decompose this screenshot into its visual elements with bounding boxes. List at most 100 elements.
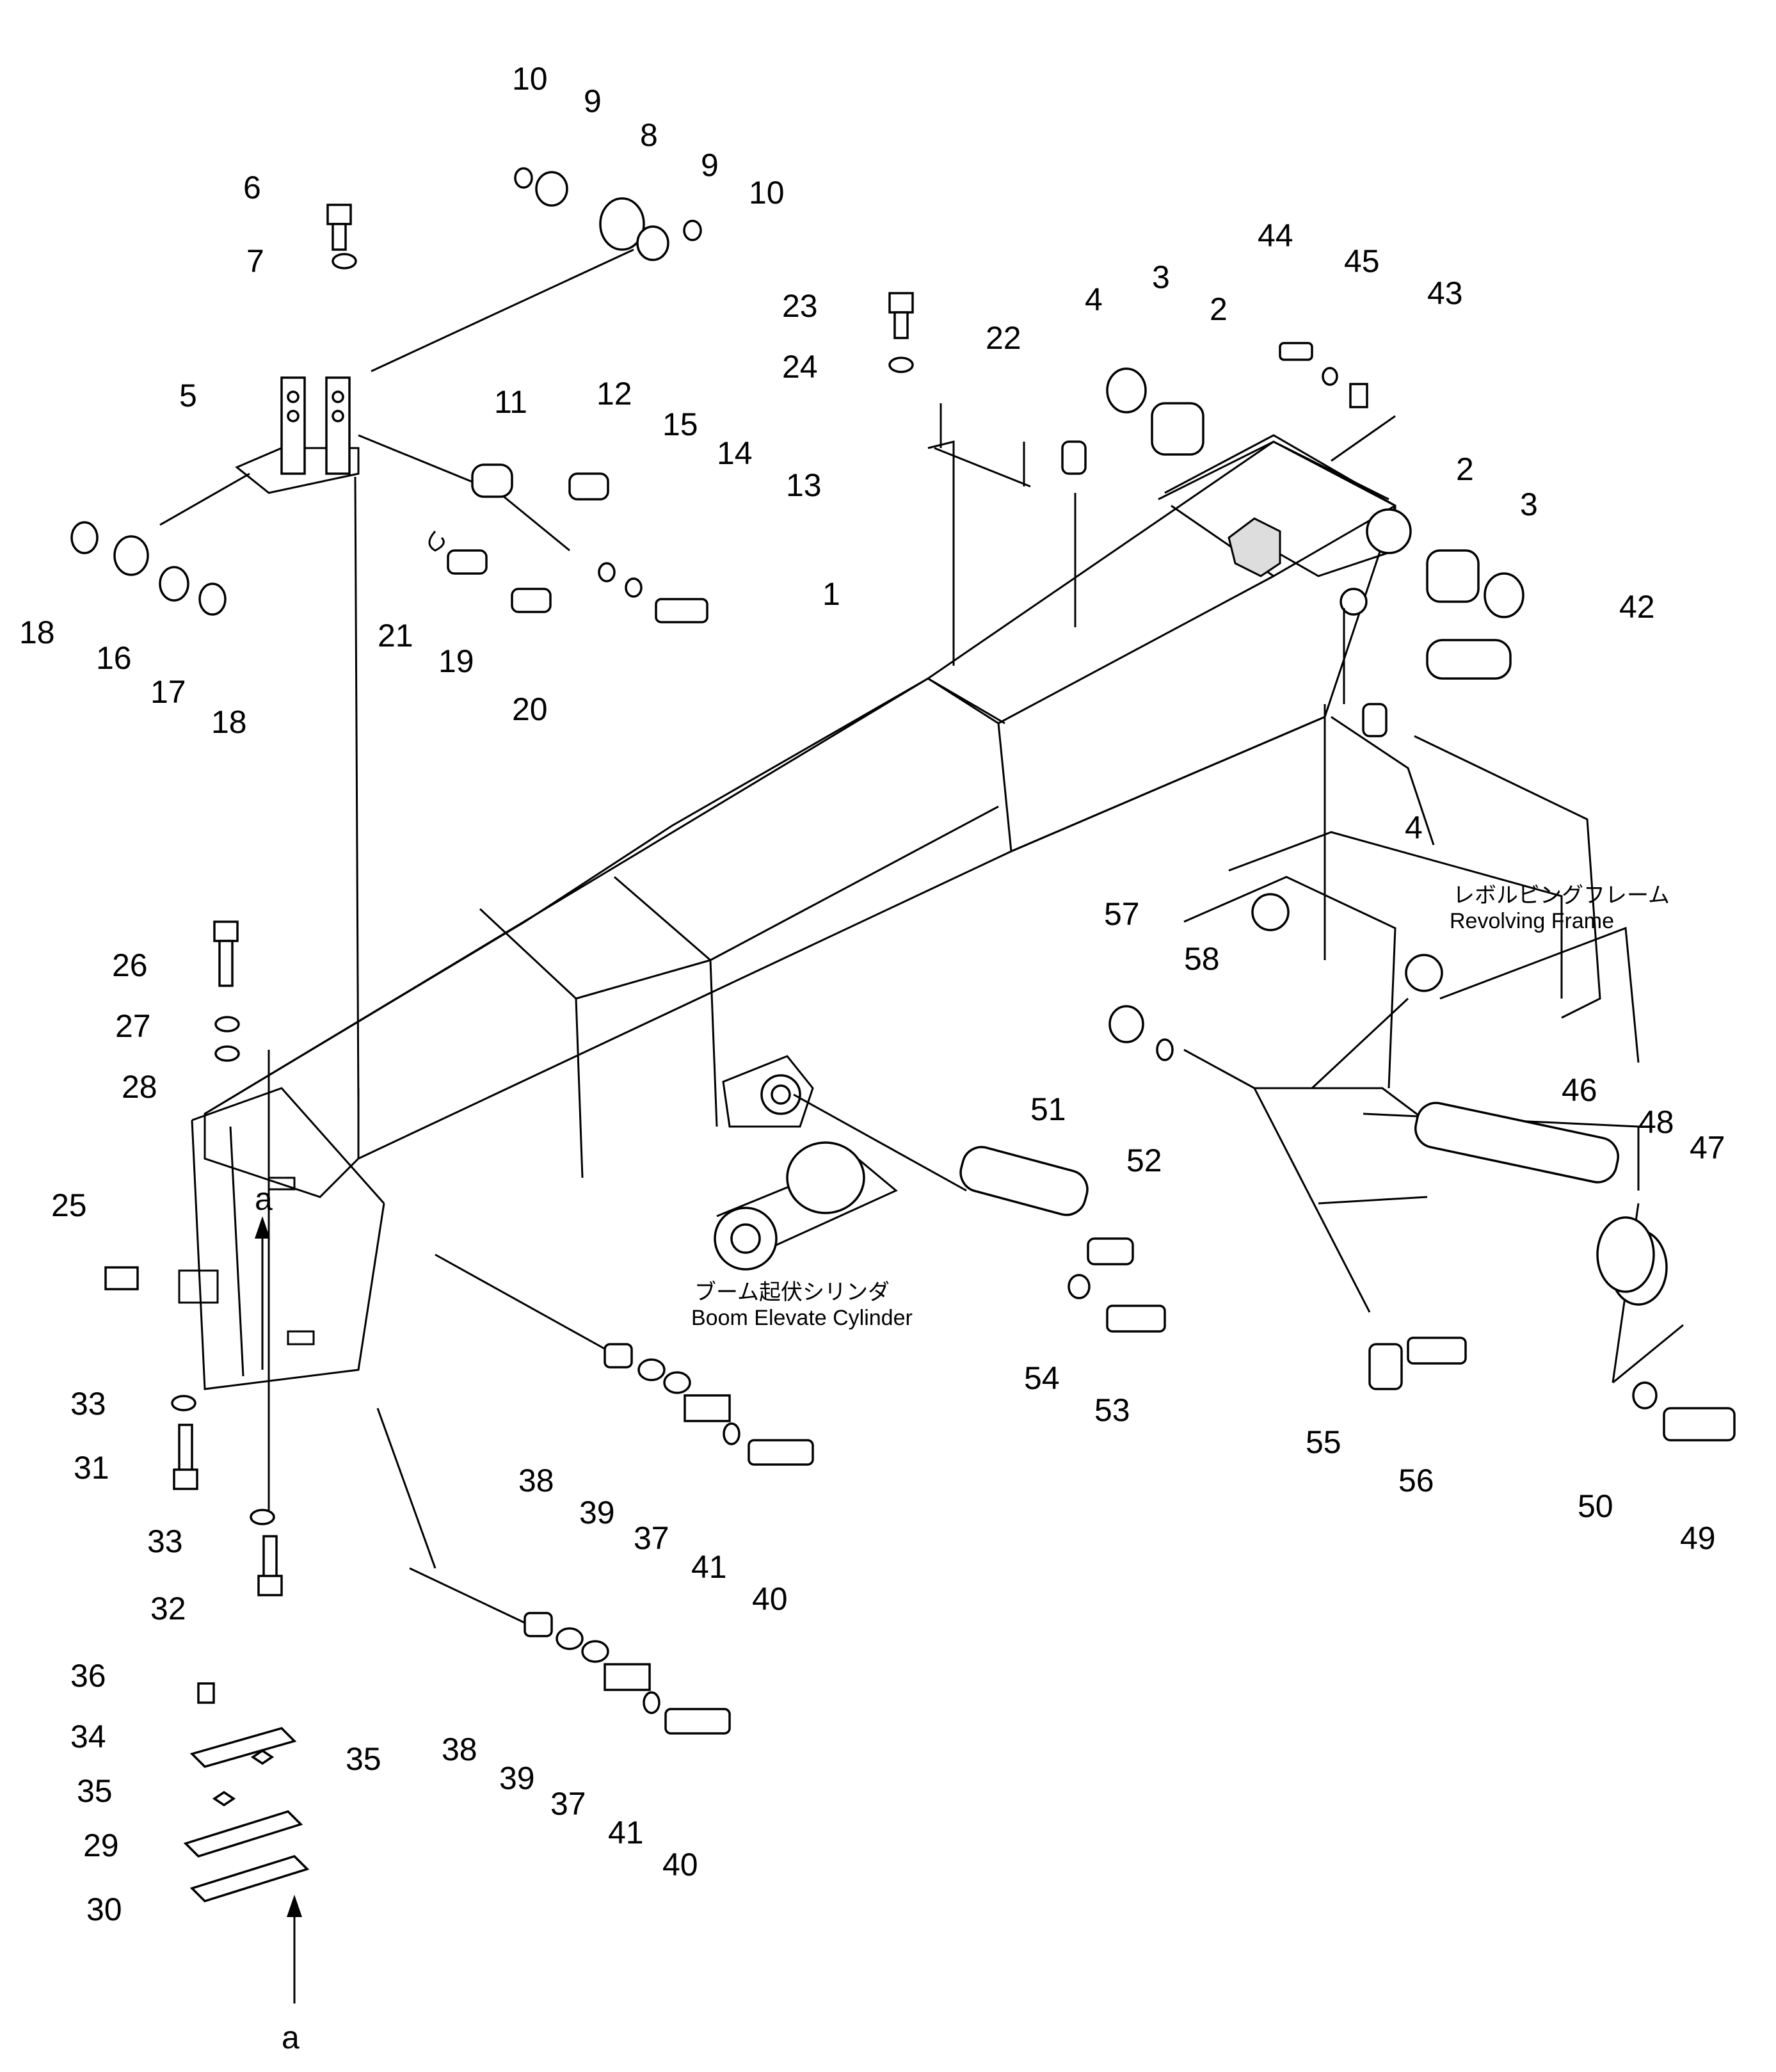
label-43: 43 (1427, 275, 1463, 311)
washer-45 (1322, 367, 1338, 386)
collar-17 (159, 566, 189, 602)
fitting-20 (511, 588, 552, 613)
label-36: 36 (70, 1658, 106, 1694)
label-39a: 39 (579, 1495, 615, 1530)
block-25 (104, 1266, 139, 1290)
label-10a: 10 (512, 61, 548, 97)
boom-cylinder-label-en: Boom Elevate Cylinder (691, 1306, 913, 1330)
plate-30 (189, 1855, 310, 1902)
label-32: 32 (150, 1591, 186, 1626)
bolt-44 (1279, 342, 1313, 361)
bolt-49 (1663, 1407, 1736, 1442)
plate-55 (1368, 1343, 1403, 1390)
label-44: 44 (1258, 218, 1293, 253)
label-55: 55 (1306, 1424, 1341, 1460)
fitting-52 (1087, 1237, 1134, 1265)
plate-34 (189, 1727, 297, 1768)
label-9a: 9 (584, 83, 602, 119)
notes: レボルビングフレーム Revolving Frame ブーム起伏シリンダ Boo… (691, 883, 1670, 1330)
boom-elevate-cylinder (714, 1141, 898, 1271)
bolt-31 (178, 1424, 193, 1477)
bolt-23 (888, 292, 914, 314)
seal-3a (1106, 367, 1147, 414)
label-9b: 9 (701, 147, 719, 183)
washer-54 (1068, 1274, 1091, 1299)
bolt-40a (748, 1439, 814, 1466)
label-42: 42 (1619, 589, 1655, 625)
label-40b: 40 (662, 1847, 698, 1883)
revolving-frame-label-jp: レボルビングフレーム (1453, 883, 1670, 908)
washer-41b (643, 1691, 660, 1714)
label-56: 56 (1398, 1463, 1434, 1498)
label-41b: 41 (608, 1815, 644, 1851)
bushing-2a (1151, 402, 1204, 456)
screw-36 (197, 1682, 215, 1704)
label-3a: 3 (1152, 259, 1170, 295)
label-30: 30 (86, 1891, 122, 1927)
view-arrows (255, 1216, 302, 2004)
shim-35b (212, 1790, 236, 1807)
shim-39b (556, 1627, 584, 1650)
bushing-9b (636, 225, 669, 261)
label-13: 13 (786, 467, 822, 503)
washer-33a (171, 1395, 196, 1411)
pin-46 (1414, 1102, 1619, 1184)
washer-15 (598, 562, 616, 582)
label-47: 47 (1690, 1130, 1725, 1166)
clip-21 (428, 530, 445, 552)
pin-19 (447, 549, 488, 575)
label-51: 51 (1030, 1091, 1066, 1127)
boom-cylinder-label-jp: ブーム起伏シリンダ (694, 1280, 890, 1305)
label-22: 22 (986, 320, 1021, 356)
label-18a: 18 (19, 614, 55, 650)
label-25: 25 (51, 1187, 87, 1223)
nut-57 (1108, 1005, 1144, 1043)
boom-tail (178, 1087, 385, 1390)
label-17: 17 (150, 674, 186, 710)
label-28: 28 (122, 1069, 157, 1105)
callouts: 1 2 2 3 3 4 4 5 6 7 8 9 9 10 10 11 12 13… (19, 61, 1725, 2055)
label-15: 15 (662, 406, 698, 442)
plate-43 (1349, 383, 1368, 408)
ring-18a (70, 521, 99, 554)
bolt-56 (1407, 1337, 1467, 1365)
label-49: 49 (1680, 1520, 1716, 1556)
label-14: 14 (717, 435, 753, 471)
washer-28 (214, 1045, 240, 1062)
pad-38a (604, 1343, 633, 1369)
label-24: 24 (782, 349, 818, 385)
label-58: 58 (1184, 941, 1220, 977)
view-label-a-bottom: a (282, 2020, 300, 2055)
label-35a: 35 (346, 1741, 381, 1777)
top-bracket (235, 376, 360, 494)
pin-51 (959, 1146, 1089, 1216)
washer-10a (514, 167, 533, 189)
washer-50 (1632, 1381, 1658, 1409)
bolt-13 (655, 598, 708, 623)
plate-29 (183, 1810, 303, 1858)
boom-body (204, 440, 1396, 1198)
label-33a: 33 (70, 1386, 106, 1422)
label-45: 45 (1344, 243, 1380, 279)
washer-58 (1156, 1038, 1174, 1061)
label-16: 16 (96, 640, 132, 676)
bolt-26 (213, 920, 239, 942)
label-37a: 37 (634, 1520, 669, 1556)
view-label-a-top: a (255, 1181, 273, 1217)
label-2b: 2 (1456, 451, 1474, 487)
label-33b: 33 (147, 1523, 183, 1559)
label-26: 26 (112, 947, 148, 983)
label-21: 21 (378, 618, 413, 654)
label-46: 46 (1562, 1072, 1597, 1108)
pin-11 (471, 463, 513, 498)
label-23: 23 (782, 288, 818, 324)
label-12: 12 (596, 376, 632, 412)
sheave-8 (599, 197, 645, 251)
pin-42 (1426, 639, 1512, 680)
ring-48 (1596, 1216, 1655, 1293)
label-34: 34 (70, 1719, 106, 1755)
label-57: 57 (1104, 896, 1140, 932)
label-7: 7 (246, 243, 264, 279)
bushing-2b (1426, 549, 1480, 603)
